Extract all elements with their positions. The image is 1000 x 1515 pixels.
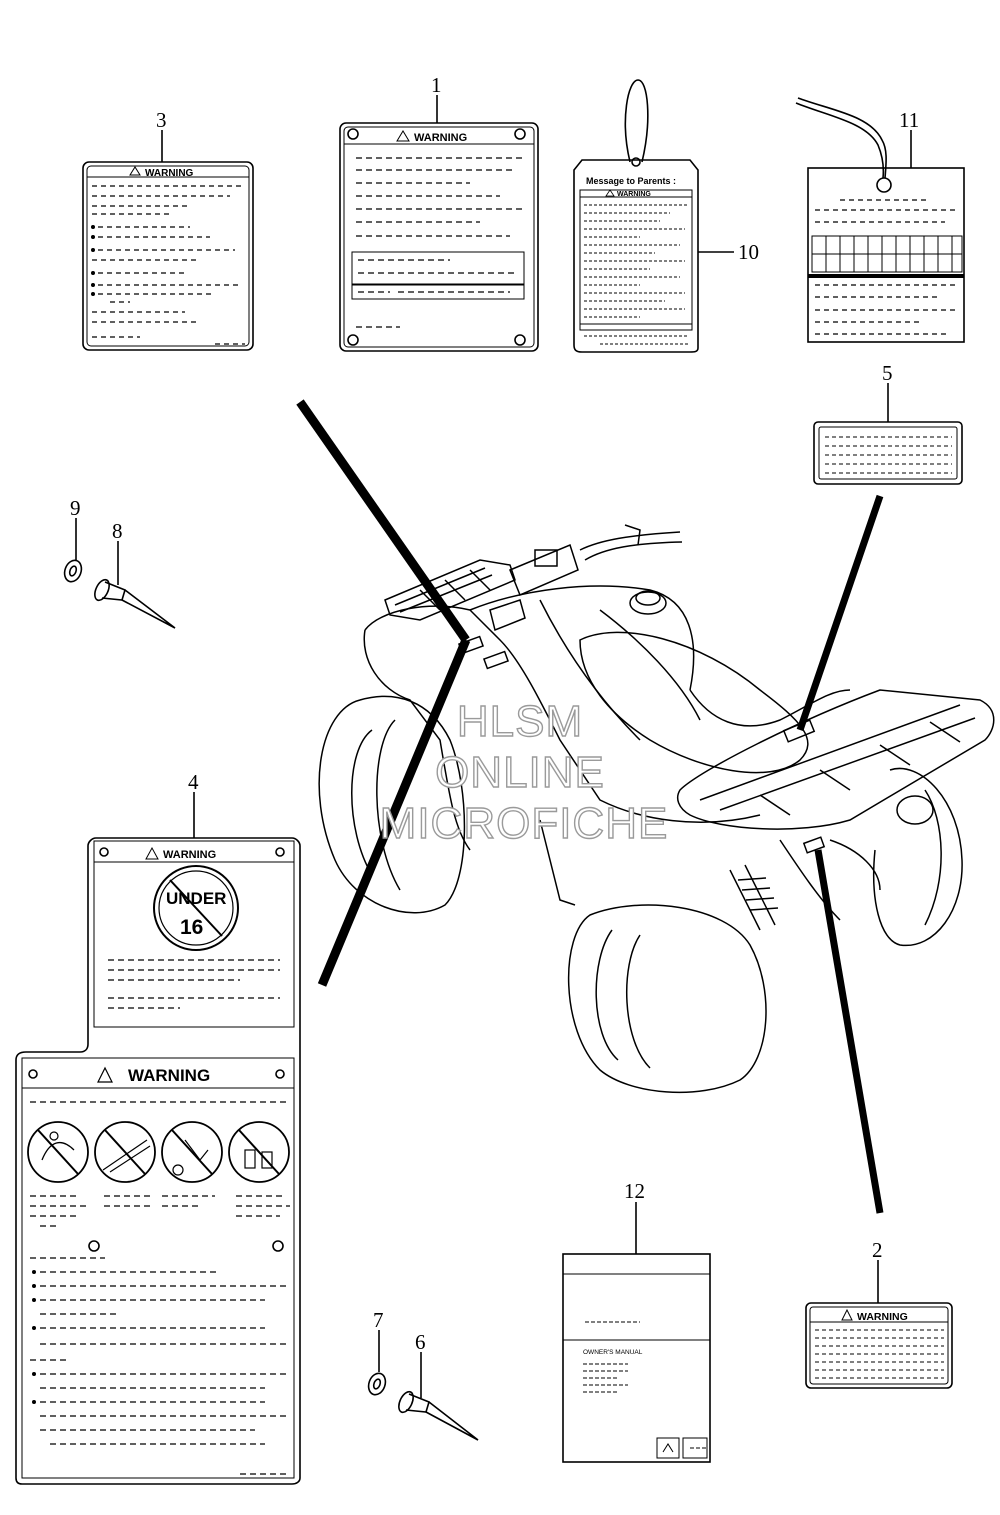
label-10-hang-tag: Message to Parents : WARNING bbox=[573, 79, 699, 353]
watermark-line-2: ONLINE bbox=[435, 748, 605, 797]
age-text: 16 bbox=[180, 916, 203, 939]
label-1-warning-text: WARNING bbox=[414, 132, 467, 144]
leader-lines bbox=[296, 399, 884, 1214]
label-3-warning: WARNING bbox=[82, 161, 254, 351]
owners-manual-12: OWNER'S MANUAL bbox=[562, 1253, 711, 1463]
leader-label-2 bbox=[814, 849, 884, 1214]
owners-manual-text: OWNER'S MANUAL bbox=[583, 1349, 643, 1356]
callout-12: 12 bbox=[624, 1179, 645, 1203]
watermark-line-1: HLSM bbox=[457, 697, 583, 746]
label-4-warning-text-top: WARNING bbox=[163, 849, 216, 861]
under-text: UNDER bbox=[166, 889, 226, 908]
no-passenger-icon bbox=[27, 1121, 89, 1183]
callout-1: 1 bbox=[431, 73, 442, 97]
label-4-warning-text-bottom: WARNING bbox=[128, 1066, 210, 1085]
rivet-6 bbox=[398, 1390, 479, 1441]
label-2-warning-text: WARNING bbox=[857, 1311, 908, 1323]
callout-3: 3 bbox=[156, 108, 167, 132]
callout-10: 10 bbox=[738, 240, 759, 264]
leader-label-4 bbox=[317, 638, 471, 987]
callout-5: 5 bbox=[882, 361, 893, 385]
label-10-title: Message to Parents : bbox=[586, 176, 676, 186]
brand-logo-icon bbox=[662, 1443, 674, 1453]
label-10-warning-text: WARNING bbox=[617, 191, 651, 198]
callout-9: 9 bbox=[70, 496, 81, 520]
atv-illustration bbox=[318, 524, 995, 1094]
callout-7: 7 bbox=[373, 1308, 384, 1332]
label-2-warning: WARNING bbox=[805, 1302, 953, 1389]
label-1-warning: WARNING bbox=[339, 122, 539, 352]
no-drugs-icon bbox=[228, 1121, 290, 1183]
washer-7 bbox=[367, 1372, 387, 1396]
watermark-line-3: MICROFICHE bbox=[380, 799, 669, 848]
leader-label-1 bbox=[296, 399, 470, 643]
under-16-icon: UNDER 16 bbox=[153, 865, 239, 951]
label-3-warning-text: WARNING bbox=[145, 168, 194, 179]
no-alcohol-icon bbox=[161, 1121, 223, 1183]
label-11-tag bbox=[795, 97, 965, 343]
label-5 bbox=[813, 421, 963, 485]
washer-9 bbox=[63, 559, 83, 583]
callout-2: 2 bbox=[872, 1238, 883, 1262]
callout-8: 8 bbox=[112, 519, 123, 543]
watermark: HLSM ONLINE MICROFICHE bbox=[379, 696, 669, 848]
callout-4: 4 bbox=[188, 770, 199, 794]
callout-6: 6 bbox=[415, 1330, 426, 1354]
label-4-warning: WARNING UNDER 16 WARNING bbox=[15, 837, 301, 1485]
rivet-8 bbox=[94, 578, 176, 629]
callout-11: 11 bbox=[899, 108, 919, 132]
leader-label-5 bbox=[796, 494, 884, 732]
no-pavement-icon bbox=[94, 1121, 156, 1183]
